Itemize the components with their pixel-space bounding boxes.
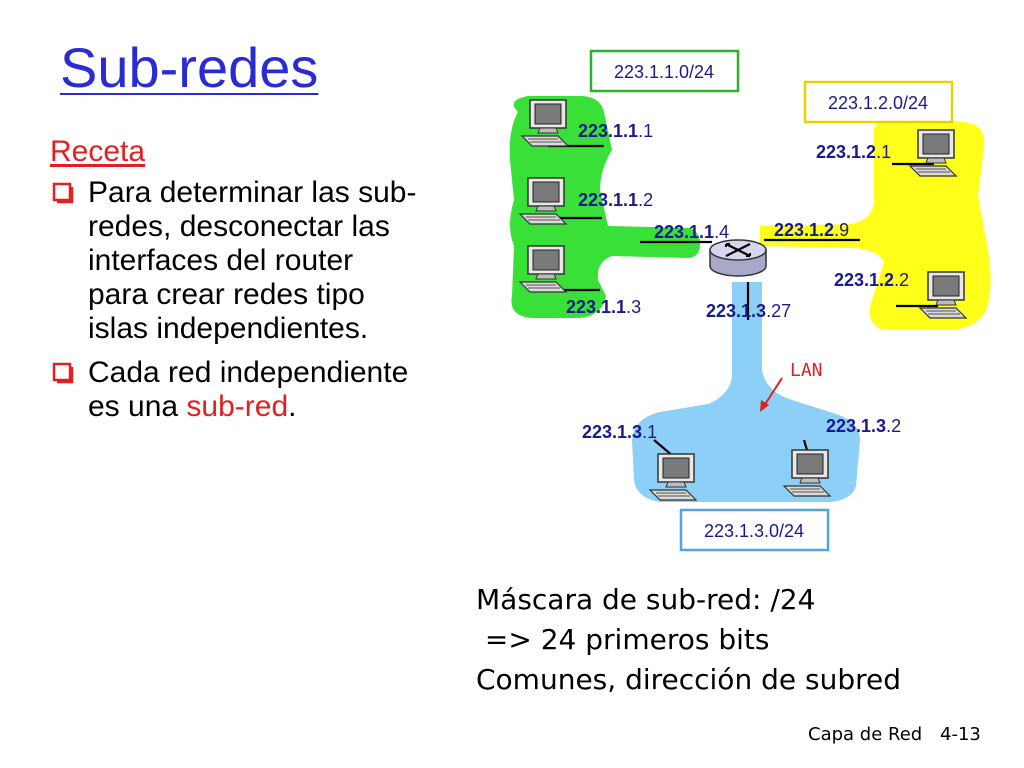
host-address: 223.1.1.1 (578, 121, 653, 141)
mask-line-1: Máscara de sub-red: /24 (476, 583, 816, 616)
lan-arrow-icon (760, 377, 783, 412)
subnet-label-2: 223.1.2.0/24 (828, 93, 928, 113)
host-address-labels: 223.1.1.1 223.1.1.2 223.1.1.3 223.1.2.1 … (566, 121, 909, 442)
slide-title: Sub-redes (60, 36, 319, 99)
bullet-2-prefix: es una (88, 390, 187, 423)
router-interface-address: 223.1.2.9 (774, 220, 849, 240)
host-address: 223.1.2.1 (816, 142, 891, 162)
router-interface-address: 223.1.1.4 (654, 222, 729, 242)
bullet-2-suffix: . (288, 390, 297, 423)
mask-line-3: Comunes, dirección de subred (476, 663, 901, 696)
host-address: 223.1.3.1 (582, 422, 657, 442)
sub-red-highlight: sub-red (186, 390, 289, 423)
lan-label: LAN (790, 360, 823, 381)
host-address: 223.1.2.2 (834, 270, 909, 290)
subnet-box-3 (679, 508, 830, 552)
subnet-223-1-3-region (632, 282, 860, 502)
host-links (546, 144, 938, 463)
host-address: 223.1.1.3 (566, 297, 641, 317)
recipe-heading: Receta (50, 135, 146, 168)
subnet-label-1: 223.1.1.0/24 (614, 62, 714, 82)
subnet-mask-note: Máscara de sub-red: /24 => 24 primeros b… (476, 580, 996, 700)
bullet-text-1: Para determinar las sub- redes, desconec… (88, 176, 488, 346)
bullet-1-line-2: redes, desconectar las (88, 210, 390, 243)
bullet-1-line-1: Para determinar las sub- (88, 176, 417, 209)
bullet-1-line-3: interfaces del router (88, 244, 354, 277)
bullet-1-line-4: para crear redes tipo (88, 278, 365, 311)
host-address: 223.1.1.2 (578, 190, 653, 210)
bullet-box-icon (52, 182, 74, 204)
mask-line-2: => 24 primeros bits (476, 623, 770, 656)
subnet-box-2 (803, 80, 954, 124)
footer-page-number: 4-13 (940, 724, 981, 745)
router-interface-address: 223.1.3.27 (706, 301, 791, 321)
router-icon (709, 239, 767, 277)
subnet-label-3: 223.1.3.0/24 (704, 521, 804, 541)
subnet-box-1 (589, 49, 740, 93)
bullet-2-line-2: es una sub-red. (88, 390, 488, 424)
bullet-text-2: Cada red independiente es una sub-red. (88, 356, 488, 424)
host-address: 223.1.3.2 (826, 416, 901, 436)
bullet-2-line-1: Cada red independiente (88, 356, 409, 389)
bullet-box-icon (52, 362, 74, 384)
footer-chapter: Capa de Red (808, 724, 923, 745)
bullet-1-line-5: islas independientes. (88, 312, 369, 345)
